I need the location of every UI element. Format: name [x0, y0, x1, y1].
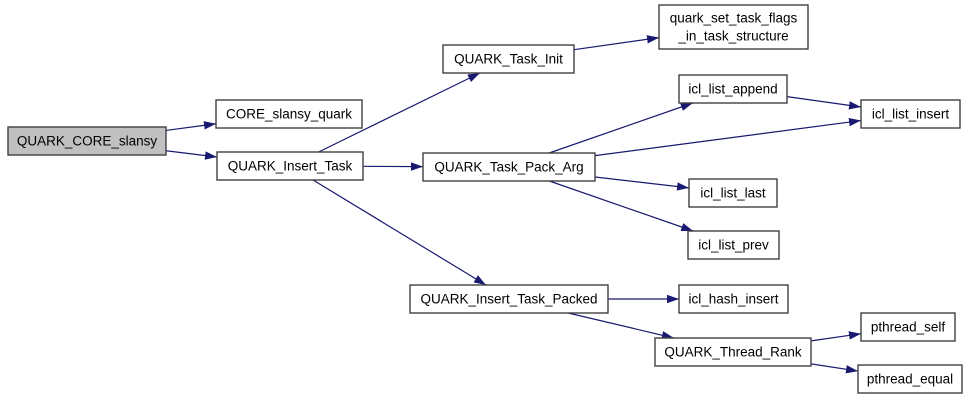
node-box	[442, 44, 575, 74]
node-quark-set-task-flags-in-task-structure[interactable]: quark_set_task_flags _in_task_structure	[658, 4, 809, 50]
node-quark-task-pack-arg[interactable]: QUARK_Task_Pack_Arg	[422, 152, 596, 182]
node-box	[216, 151, 364, 181]
edge-icl-list-append-to-icl-list-insert	[786, 96, 862, 110]
node-label: QUARK_Thread_Rank	[664, 345, 802, 360]
node-core-slansy-quark[interactable]: CORE_slansy_quark	[215, 99, 363, 129]
edge-quark-task-pack-arg-to-icl-list-prev	[549, 180, 694, 232]
node-quark-core-slansy: QUARK_CORE_slansy	[7, 126, 167, 156]
node-label: CORE_slansy_quark	[226, 107, 352, 122]
node-label: QUARK_Insert_Task	[228, 159, 353, 174]
edge-quark-core-slansy-to-core-slansy-quark	[165, 121, 217, 132]
node-quark-insert-task[interactable]: QUARK_Insert_Task	[216, 151, 364, 181]
node-quark-task-init[interactable]: QUARK_Task_Init	[442, 44, 575, 74]
node-label: quark_set_task_flags	[670, 11, 798, 26]
node-label: QUARK_CORE_slansy	[17, 134, 158, 149]
edge-quark-core-slansy-to-quark-insert-task	[165, 150, 218, 160]
edge-quark-insert-task-packed-to-quark-thread-rank	[568, 312, 674, 340]
node-box	[658, 4, 809, 50]
node-box	[654, 337, 812, 367]
node-label: icl_hash_insert	[688, 292, 778, 307]
node-label: QUARK_Insert_Task_Packed	[420, 292, 597, 307]
node-label: icl_list_insert	[872, 107, 950, 122]
node-box	[860, 312, 956, 342]
node-icl-list-last[interactable]: icl_list_last	[688, 178, 778, 208]
edge-quark-task-pack-arg-to-icl-list-append	[549, 102, 693, 154]
node-icl-list-append[interactable]: icl_list_append	[678, 74, 788, 104]
node-icl-list-prev[interactable]: icl_list_prev	[687, 230, 780, 260]
node-box	[678, 74, 788, 104]
node-label: icl_list_last	[700, 186, 766, 201]
node-box	[409, 284, 609, 314]
node-label: QUARK_Task_Init	[454, 52, 563, 67]
node-label: icl_list_prev	[698, 238, 769, 253]
node-label: pthread_equal	[867, 372, 953, 387]
edge-quark-task-pack-arg-to-icl-list-insert	[594, 117, 862, 157]
edge-quark-insert-task-to-quark-insert-task-packed	[312, 179, 487, 286]
node-pthread-self[interactable]: pthread_self	[860, 312, 956, 342]
edge-quark-insert-task-to-quark-task-init	[318, 72, 481, 153]
node-label: icl_list_append	[688, 82, 777, 97]
edge-quark-thread-rank-to-pthread-equal	[810, 363, 859, 374]
edges-layer	[165, 35, 862, 374]
node-box	[678, 284, 789, 314]
node-icl-hash-insert[interactable]: icl_hash_insert	[678, 284, 789, 314]
node-quark-thread-rank[interactable]: QUARK_Thread_Rank	[654, 337, 812, 367]
nodes-layer: QUARK_CORE_slansyCORE_slansy_quarkQUARK_…	[7, 4, 963, 394]
node-icl-list-insert[interactable]: icl_list_insert	[860, 99, 961, 129]
node-box	[215, 99, 363, 129]
node-box	[857, 364, 963, 394]
edge-quark-thread-rank-to-pthread-self	[810, 331, 862, 342]
node-box	[7, 126, 167, 156]
node-pthread-equal[interactable]: pthread_equal	[857, 364, 963, 394]
edge-quark-task-pack-arg-to-icl-list-last	[594, 176, 690, 191]
node-label: _in_task_structure	[677, 29, 788, 44]
node-box	[422, 152, 596, 182]
node-label: QUARK_Task_Pack_Arg	[434, 160, 583, 175]
node-box	[860, 99, 961, 129]
node-box	[688, 178, 778, 208]
node-box	[687, 230, 780, 260]
node-quark-insert-task-packed[interactable]: QUARK_Insert_Task_Packed	[409, 284, 609, 314]
edge-quark-task-init-to-quark-set-task-flags-in-task-structure	[573, 35, 660, 51]
node-label: pthread_self	[871, 320, 946, 335]
